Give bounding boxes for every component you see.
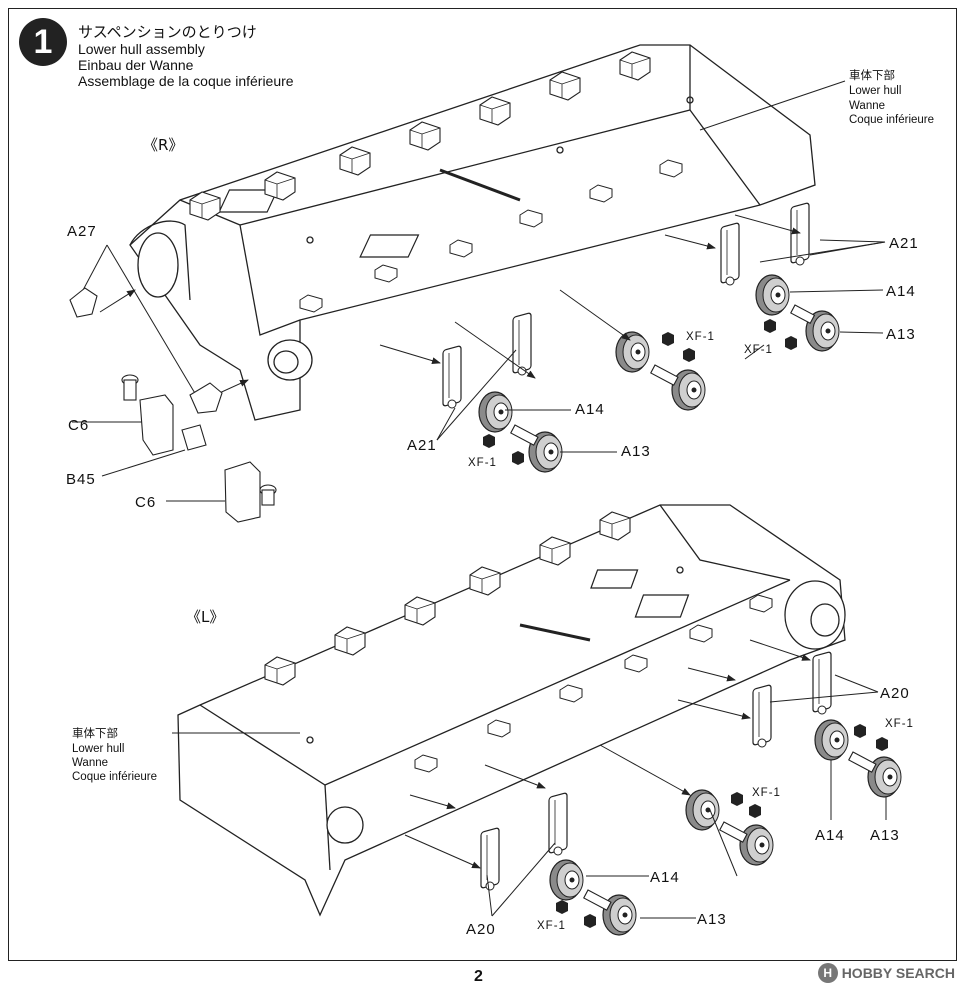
hull-label-en-left: Lower hull [72, 743, 124, 755]
left-axles [583, 751, 877, 911]
paint-label-xf1-6: XF-1 [537, 920, 566, 932]
step-title-jp: サスペンションのとりつけ [78, 23, 257, 41]
part-label-a14-right-rear: A14 [886, 283, 916, 300]
part-label-a20-left-rear: A20 [880, 685, 910, 702]
hull-label-de-right: Wanne [849, 100, 885, 112]
paint-label-xf1-2: XF-1 [744, 344, 773, 356]
step-title-de: Einbau der Wanne [78, 57, 194, 73]
hull-label-fr-right: Coque inférieure [849, 114, 934, 126]
part-label-a21-right-front: A21 [407, 437, 437, 454]
step-title-fr: Assemblage de la coque inférieure [78, 73, 294, 89]
part-label-a20-left-front: A20 [466, 921, 496, 938]
part-label-a14-right-front: A14 [575, 401, 605, 418]
part-label-a13-left-rear: A13 [870, 827, 900, 844]
right-leader-lines [72, 80, 886, 502]
right-side-marker: 《R》 [143, 136, 183, 154]
hull-label-jp-left: 車体下部 [72, 726, 118, 740]
left-hull-drawing [177, 504, 846, 917]
paint-label-xf1-3: XF-1 [468, 457, 497, 469]
part-label-a14-left-rear: A14 [815, 827, 845, 844]
paint-label-xf1-1: XF-1 [686, 331, 715, 343]
right-hull-drawing [129, 44, 816, 421]
part-label-a13-right-rear: A13 [886, 326, 916, 343]
part-label-c6-lower: C6 [135, 494, 156, 511]
part-label-a21-right-rear: A21 [889, 235, 919, 252]
left-leader-lines [172, 674, 887, 919]
hull-label-jp-right: 車体下部 [849, 68, 895, 82]
paint-label-xf1-4: XF-1 [885, 718, 914, 730]
hull-label-en-right: Lower hull [849, 85, 901, 97]
step-number-badge: 1 [19, 18, 67, 66]
left-assembly-arrows [404, 639, 811, 869]
page-border [8, 8, 957, 961]
step-title-en: Lower hull assembly [78, 41, 205, 57]
watermark-text: HOBBY SEARCH [841, 965, 955, 981]
part-label-b45: B45 [66, 471, 96, 488]
part-label-c6-upper: C6 [68, 417, 89, 434]
part-label-a27: A27 [67, 223, 97, 240]
part-label-a13-left-front: A13 [697, 911, 727, 928]
watermark-logo-icon: H [817, 963, 838, 983]
right-axles [510, 304, 816, 446]
right-c6-b45-parts [69, 287, 277, 523]
paint-label-xf1-5: XF-1 [752, 787, 781, 799]
part-label-a13-right-front: A13 [621, 443, 651, 460]
part-label-a14-left-front: A14 [650, 869, 680, 886]
left-side-marker: 《L》 [186, 608, 224, 626]
hull-label-de-left: Wanne [72, 757, 108, 769]
page-number: 2 [474, 968, 483, 985]
hull-label-fr-left: Coque inférieure [72, 771, 157, 783]
watermark: H HOBBY SEARCH [817, 963, 955, 983]
